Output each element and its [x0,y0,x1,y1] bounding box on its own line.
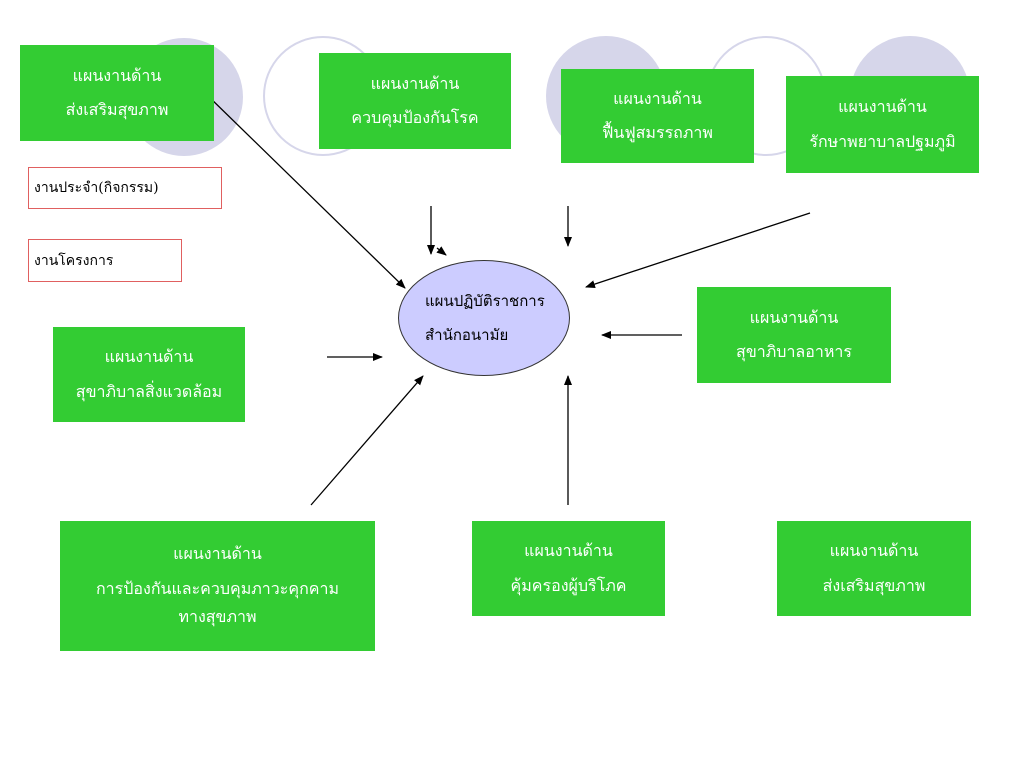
plan-box-title: แผนงานด้าน [173,544,262,564]
center-title: แผนปฏิบัติราชการ [425,292,545,310]
plan-box-threat-prevention: แผนงานด้าน การป้องกันและควบคุมภาวะคุกคาม… [60,521,375,651]
plan-box-subtitle: ส่งเสริมสุขภาพ [65,100,169,119]
center-subtitle: สำนักอนามัย [425,326,509,344]
plan-box-title: แผนงานด้าน [104,347,194,367]
plan-box-title: แผนงานด้าน [370,73,460,93]
plan-box-subtitle: ส่งเสริมสุขภาพ [822,575,926,595]
legend-project-work: งานโครงการ [28,239,182,282]
plan-box-title: แผนงานด้าน [613,88,702,108]
center-operation-plan: แผนปฏิบัติราชการ สำนักอนามัย [398,260,570,376]
plan-box-consumer-protection: แผนงานด้าน คุ้มครองผู้บริโภค [472,521,665,616]
arrow-promotion [204,92,406,289]
plan-box-environment: แผนงานด้าน สุขาภิบาลสิ่งแวดล้อม [53,327,245,422]
plan-box-subtitle: สุขาภิบาลสิ่งแวดล้อม [75,381,223,401]
arrow-threat-prevention [310,375,424,506]
plan-box-subtitle: รักษาพยาบาลปฐมภูมิ [809,131,956,151]
plan-box-primary-care: แผนงานด้าน รักษาพยาบาลปฐมภูมิ [786,76,979,173]
plan-box-food-sanitation: แผนงานด้าน สุขาภิบาลอาหาร [697,287,891,383]
plan-box-subtitle: การป้องกันและควบคุมภาวะคุกคาม [95,578,339,598]
plan-box-subtitle: คุ้มครองผู้บริโภค [510,575,627,595]
plan-box-health-promotion-bottom: แผนงานด้าน ส่งเสริมสุขภาพ [777,521,971,616]
plan-box-title: แผนงานด้าน [749,307,839,327]
plan-box-rehabilitation: แผนงานด้าน ฟื้นฟูสมรรถภาพ [561,69,754,163]
plan-box-title: แผนงานด้าน [72,65,162,85]
plan-box-title: แผนงานด้าน [829,541,919,561]
plan-box-subtitle-2: ทางสุขภาพ [178,607,257,627]
arrow-disease-control-small [436,246,447,256]
legend-routine-work: งานประจำ(กิจกรรม) [28,167,222,209]
plan-box-health-promotion-top: แผนงานด้าน ส่งเสริมสุขภาพ [20,45,214,141]
plan-box-title: แผนงานด้าน [524,541,613,561]
legend-routine-label: งานประจำ(กิจกรรม) [34,180,159,196]
legend-project-label: งานโครงการ [34,252,114,269]
plan-box-subtitle: ฟื้นฟูสมรรถภาพ [602,123,713,142]
plan-box-title: แผนงานด้าน [838,97,927,117]
plan-box-disease-control: แผนงานด้าน ควบคุมป้องกันโรค [319,53,511,149]
plan-box-subtitle: ควบคุมป้องกันโรค [351,108,479,127]
plan-box-subtitle: สุขาภิบาลอาหาร [736,342,852,361]
arrow-primary-care [585,212,811,288]
